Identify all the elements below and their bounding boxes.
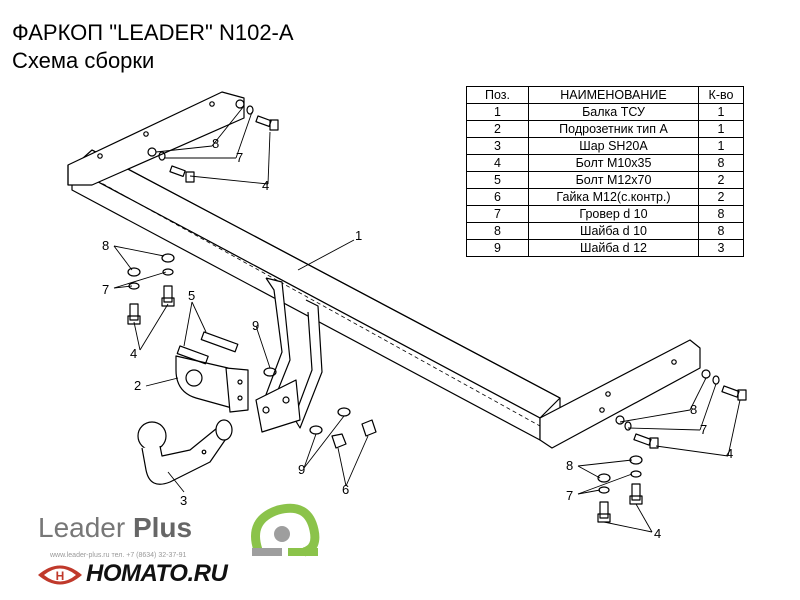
header-qty: К-во <box>698 86 744 104</box>
leader-lines <box>113 105 741 533</box>
cell-pos: 8 <box>466 222 529 240</box>
callout-4-bottom: 4 <box>654 526 661 541</box>
cell-pos: 3 <box>466 137 529 155</box>
cell-qty: 8 <box>698 154 744 172</box>
cell-qty: 8 <box>698 205 744 223</box>
callout-7-top: 7 <box>236 150 243 165</box>
brand-suffix: Plus <box>132 512 193 543</box>
cell-pos: 9 <box>466 239 529 257</box>
header-name: НАИМЕНОВАНИЕ <box>528 86 699 104</box>
callout-4-right: 4 <box>726 446 733 461</box>
table-header-row: Поз. НАИМЕНОВАНИЕ К-во <box>466 86 744 104</box>
cell-pos: 4 <box>466 154 529 172</box>
callout-4-top: 4 <box>262 178 269 193</box>
callout-8-bottom: 8 <box>566 458 573 473</box>
cell-name: Гровер d 10 <box>528 205 699 223</box>
cell-pos: 1 <box>466 103 529 121</box>
cell-qty: 1 <box>698 103 744 121</box>
callout-5: 5 <box>188 288 195 303</box>
cell-pos: 2 <box>466 120 529 138</box>
cell-qty: 2 <box>698 188 744 206</box>
callout-1: 1 <box>355 228 362 243</box>
cell-name: Гайка М12(с.контр.) <box>528 188 699 206</box>
callout-7-left: 7 <box>102 282 109 297</box>
cell-name: Шайба d 12 <box>528 239 699 257</box>
leader-plus-emblem-icon <box>251 503 320 557</box>
callout-8-left: 8 <box>102 238 109 253</box>
callout-8-right: 8 <box>690 402 697 417</box>
diagram-title: ФАРКОП "LEADER" N102-A <box>12 20 294 45</box>
tow-beam <box>67 91 701 449</box>
cell-name: Шар SH20A <box>528 137 699 155</box>
cell-name: Балка ТСУ <box>528 103 699 121</box>
callout-9-top: 9 <box>252 318 259 333</box>
cell-qty: 8 <box>698 222 744 240</box>
cell-qty: 2 <box>698 171 744 189</box>
brand-logo-text: Leader Plus <box>38 512 192 544</box>
callout-7-right: 7 <box>700 422 707 437</box>
cell-qty: 1 <box>698 137 744 155</box>
callout-8-top: 8 <box>212 136 219 151</box>
fasteners <box>127 99 747 523</box>
callout-4-left: 4 <box>130 346 137 361</box>
tow-ball <box>137 419 233 485</box>
callout-9-bottom: 9 <box>298 462 305 477</box>
cell-name: Подрозетник тип А <box>528 120 699 138</box>
header-pos: Поз. <box>466 86 529 104</box>
diagram-subtitle: Схема сборки <box>12 48 155 73</box>
socket-bracket <box>175 355 249 413</box>
contact-line: www.leader-plus.ru тел. +7 (8634) 32-37-… <box>50 552 187 559</box>
cell-pos: 5 <box>466 171 529 189</box>
callout-6: 6 <box>342 482 349 497</box>
cell-qty: 3 <box>698 239 744 257</box>
callout-3: 3 <box>180 493 187 508</box>
watermark-text: HOMATO.RU <box>86 560 228 587</box>
brand-name: Leader <box>38 512 126 543</box>
cell-name: Шайба d 10 <box>528 222 699 240</box>
cell-qty: 1 <box>698 120 744 138</box>
homato-logo-icon: H <box>38 565 82 585</box>
cell-name: Болт М10х35 <box>528 154 699 172</box>
svg-text:H: H <box>56 569 65 583</box>
callout-2: 2 <box>134 378 141 393</box>
cell-pos: 7 <box>466 205 529 223</box>
callout-7-bottom: 7 <box>566 488 573 503</box>
cell-name: Болт М12х70 <box>528 171 699 189</box>
cell-pos: 6 <box>466 188 529 206</box>
